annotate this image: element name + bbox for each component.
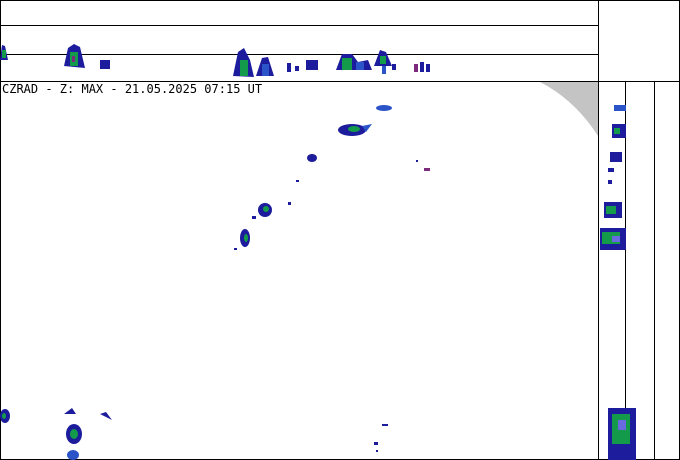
side-projection-echoes xyxy=(600,105,636,460)
top-projection-gridline-1 xyxy=(0,25,599,26)
plan-view-echoes xyxy=(0,105,430,460)
top-projection-echoes xyxy=(0,44,430,77)
side-projection-gridline-2 xyxy=(654,81,655,460)
top-projection-gridline-2 xyxy=(0,54,599,55)
side-projection-gridline-1 xyxy=(625,81,626,460)
product-title: CZRAD - Z: MAX - 21.05.2025 07:15 UT xyxy=(2,82,263,96)
outside-range-area xyxy=(540,82,598,136)
